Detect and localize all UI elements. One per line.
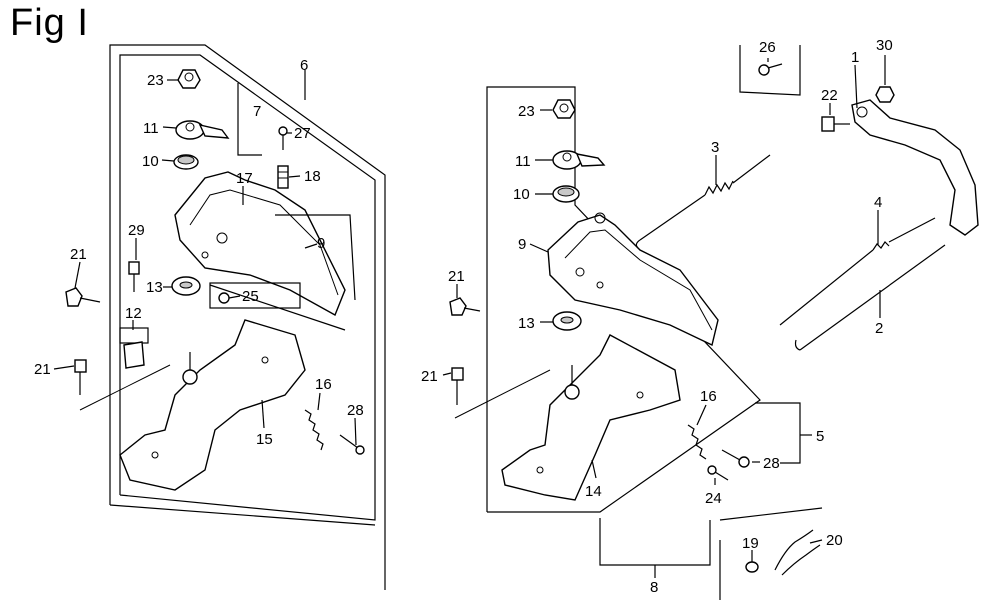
left-callout-6: 6: [300, 57, 308, 74]
right-clip-11: [552, 150, 606, 170]
right-washer-10: [552, 185, 580, 203]
left-clip-12: [119, 327, 149, 369]
right-callout-23: 23: [518, 103, 535, 120]
right-spring-16: [687, 424, 707, 460]
left-callout-23: 23: [147, 72, 164, 89]
right-callout-10: 10: [513, 186, 530, 203]
left-nut-23: [177, 69, 201, 89]
right-bracket-14: [454, 334, 681, 501]
right-callout-11: 11: [515, 153, 531, 170]
right-washer-13: [552, 311, 582, 331]
left-bolt-21b: [74, 359, 87, 395]
left-callout-25: 25: [242, 288, 259, 305]
right-callout-16: 16: [700, 388, 717, 405]
left-callout-21b: 21: [34, 361, 51, 378]
rod-2: [794, 244, 946, 351]
left-bolt-29: [128, 261, 140, 292]
right-callout-30: 30: [876, 37, 893, 54]
right-leader-lines: [442, 55, 886, 562]
left-leader-lines: [53, 70, 357, 446]
left-bolt-27: [278, 126, 288, 150]
left-spring-16: [304, 409, 324, 451]
right-callout-20: 20: [826, 532, 843, 549]
left-callout-12: 12: [125, 305, 142, 322]
nut-30: [875, 86, 895, 103]
left-callout-21a: 21: [70, 246, 87, 263]
right-callout-1: 1: [851, 49, 859, 66]
left-callout-11: 11: [143, 120, 159, 137]
right-control-lever-9: [547, 212, 719, 347]
left-bracket-9-guide: [275, 214, 356, 301]
right-assembly-frame: [486, 86, 761, 513]
left-callout-15: 15: [256, 431, 273, 448]
left-callout-7: 7: [253, 103, 261, 120]
left-callout-27: 27: [294, 125, 311, 142]
bracket-group-5: [755, 402, 812, 464]
right-callout-26: 26: [759, 39, 776, 56]
right-callout-22: 22: [821, 87, 838, 104]
left-bolt-21a: [65, 287, 101, 307]
left-callout-16: 16: [315, 376, 332, 393]
right-bolt-28: [721, 449, 750, 468]
left-callout-9: 9: [317, 235, 325, 252]
bolt-22: [821, 116, 850, 132]
right-callout-24: 24: [705, 490, 722, 507]
left-leader-9: [209, 284, 346, 331]
right-nut-23: [552, 99, 576, 119]
right-callout-4: 4: [874, 194, 882, 211]
right-bolt-24: [707, 465, 729, 481]
box-19-20: [719, 507, 823, 600]
right-callout-21b: 21: [421, 368, 438, 385]
rod-4: [779, 217, 936, 326]
right-callout-28: 28: [763, 455, 780, 472]
rod-3: [635, 154, 771, 249]
left-callout-10: 10: [142, 153, 159, 170]
left-callout-17: 17: [236, 170, 253, 187]
left-bolt-28: [339, 434, 365, 455]
left-callout-13: 13: [146, 279, 163, 296]
right-callout-19: 19: [742, 535, 759, 552]
left-washer-10: [173, 154, 199, 170]
right-callout-5: 5: [816, 428, 824, 445]
box-26: [739, 45, 801, 96]
left-control-lever-9: [174, 171, 346, 316]
bracket-group-8: [599, 518, 711, 578]
left-callout-29: 29: [128, 222, 145, 239]
right-callout-2: 2: [875, 320, 883, 337]
right-callout-3: 3: [711, 139, 719, 156]
left-bracket-15: [79, 319, 306, 491]
left-callout-28: 28: [347, 402, 364, 419]
left-bracket-7: [237, 83, 262, 156]
left-washer-13: [171, 276, 201, 296]
left-stud-18: [277, 165, 289, 189]
figure-title: Fig I: [10, 2, 89, 44]
right-callout-9: 9: [518, 236, 526, 253]
right-bolt-21a: [449, 297, 481, 316]
left-callout-18: 18: [304, 168, 321, 185]
right-callout-8: 8: [650, 579, 658, 596]
right-callout-13: 13: [518, 315, 535, 332]
left-assembly-frame: [109, 44, 386, 590]
right-callout-14: 14: [585, 483, 602, 500]
right-bolt-21b: [451, 367, 464, 405]
throttle-lever-1: [851, 99, 979, 236]
left-clip-11: [175, 120, 230, 140]
right-callout-21a: 21: [448, 268, 465, 285]
